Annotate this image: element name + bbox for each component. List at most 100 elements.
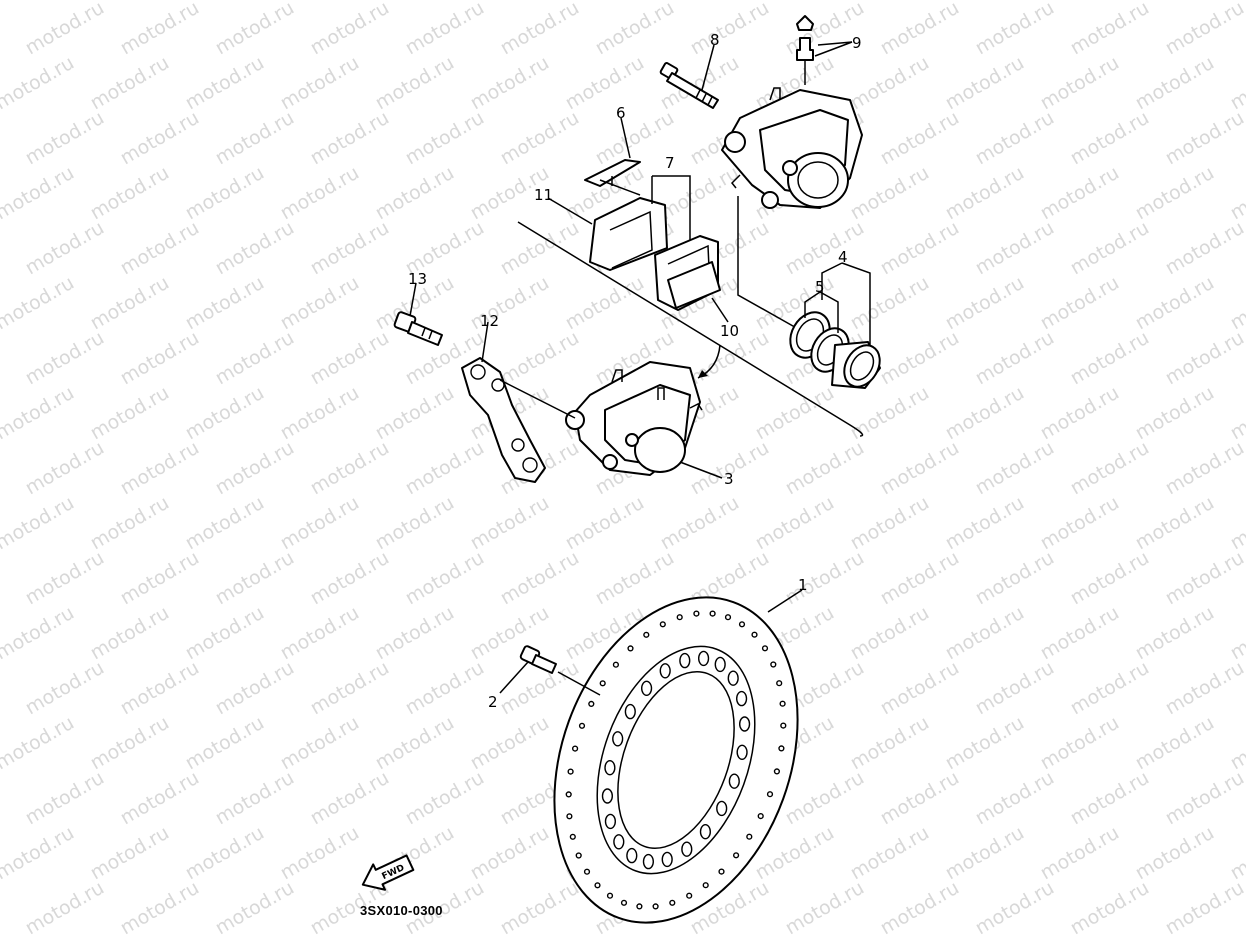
watermark-text: motod.ru xyxy=(212,107,298,170)
watermark-text: motod.ru xyxy=(467,712,553,775)
watermark-text: motod.ru xyxy=(212,547,298,610)
watermark-text: motod.ru xyxy=(0,0,78,4)
watermark-text: motod.ru xyxy=(972,217,1058,280)
watermark-text: motod.ru xyxy=(1037,712,1123,775)
watermark-text: motod.ru xyxy=(0,492,78,555)
watermark-text: motod.ru xyxy=(307,0,393,59)
watermark-text: motod.ru xyxy=(877,217,963,280)
watermark-text: motod.ru xyxy=(847,162,933,225)
watermark-text: motod.ru xyxy=(1132,382,1218,445)
disc-bolt-hole xyxy=(626,847,638,864)
watermark-text: motod.ru xyxy=(877,657,963,720)
disc-drill-hole xyxy=(738,621,746,628)
watermark-text: motod.ru xyxy=(1162,217,1246,280)
disc-drill-hole xyxy=(594,882,601,889)
watermark-text: motod.ru xyxy=(307,547,393,610)
watermark-text: motod.ru xyxy=(277,272,363,335)
caliper-assembly xyxy=(565,361,703,476)
watermark-text: motod.ru xyxy=(22,767,108,830)
watermark-text: motod.ru xyxy=(877,327,963,390)
disc-bolt-hole xyxy=(640,680,653,696)
watermark-text: motod.ru xyxy=(877,547,963,610)
watermark-text: motod.ru xyxy=(402,107,488,170)
watermark-text: motod.ru xyxy=(1227,0,1246,4)
disc-drill-hole xyxy=(620,899,628,906)
callout-12: 12 xyxy=(480,312,499,330)
watermark-text: motod.ru xyxy=(942,602,1028,665)
watermark-text: motod.ru xyxy=(1067,107,1153,170)
watermark-text: motod.ru xyxy=(22,217,108,280)
brake-pad-front xyxy=(589,197,668,271)
watermark-text: motod.ru xyxy=(1067,877,1153,935)
watermark-text: motod.ru xyxy=(212,437,298,500)
watermark-text: motod.ru xyxy=(1162,0,1246,59)
watermark-text: motod.ru xyxy=(182,382,268,445)
disc-drill-hole xyxy=(676,614,683,621)
watermark-text: motod.ru xyxy=(402,0,488,59)
watermark-text: motod.ru xyxy=(687,437,773,500)
disc-drill-hole xyxy=(770,661,777,668)
disc-drill-hole xyxy=(567,768,574,775)
watermark-text: motod.ru xyxy=(972,107,1058,170)
disc-drill-hole xyxy=(732,852,740,859)
disc-drill-hole xyxy=(659,621,666,628)
disc-drill-hole xyxy=(606,892,614,899)
watermark-text: motod.ru xyxy=(402,547,488,610)
disc-bolt-hole xyxy=(735,690,748,707)
watermark-text: motod.ru xyxy=(1067,0,1153,59)
disc-bolt-hole xyxy=(714,656,726,673)
watermark-text: motod.ru xyxy=(1132,272,1218,335)
watermark-text: motod.ru xyxy=(1037,162,1123,225)
watermark-text: motod.ru xyxy=(117,767,203,830)
watermark-text: motod.ru xyxy=(467,602,553,665)
caliper-upper xyxy=(721,87,863,209)
disc-drill-hole xyxy=(702,882,709,889)
watermark-text: motod.ru xyxy=(782,217,868,280)
watermark-text: motod.ru xyxy=(877,767,963,830)
disc-bolt-hole xyxy=(727,670,739,686)
watermark-text: motod.ru xyxy=(497,877,583,935)
watermark-text: motod.ru xyxy=(0,602,78,665)
watermark-text: motod.ru xyxy=(277,492,363,555)
disc-drill-hole xyxy=(627,645,634,652)
caliper-piston xyxy=(831,341,881,389)
callout-2: 2 xyxy=(488,693,498,711)
watermark-text: motod.ru xyxy=(1067,547,1153,610)
watermark-text: motod.ru xyxy=(277,52,363,115)
watermark-text: motod.ru xyxy=(562,272,648,335)
disc-bolt-holes xyxy=(601,650,751,870)
watermark-text: motod.ru xyxy=(277,602,363,665)
watermark-text: motod.ru xyxy=(942,52,1028,115)
disc-drill-hole xyxy=(578,722,586,729)
watermark-text: motod.ru xyxy=(782,767,868,830)
disc-drill-hole xyxy=(565,791,572,798)
callout-13: 13 xyxy=(408,270,427,288)
watermark-text: motod.ru xyxy=(942,162,1028,225)
pad-spring xyxy=(584,159,641,196)
disc-drill-hole xyxy=(751,631,758,638)
watermark-text: motod.ru xyxy=(372,602,458,665)
watermark-text: motod.ru xyxy=(1227,712,1246,775)
caliper-bolt xyxy=(659,62,719,109)
watermark-text: motod.ru xyxy=(212,217,298,280)
watermark-text: motod.ru xyxy=(497,107,583,170)
watermark-text: motod.ru xyxy=(117,547,203,610)
watermark-text: motod.ru xyxy=(22,327,108,390)
watermark-text: motod.ru xyxy=(117,217,203,280)
watermark-text: motod.ru xyxy=(972,547,1058,610)
watermark-text: motod.ru xyxy=(877,437,963,500)
disc-drill-hole xyxy=(669,899,676,906)
watermark-text: motod.ru xyxy=(752,492,838,555)
disc-drill-hole xyxy=(773,768,781,775)
disc-drill-hole xyxy=(583,868,591,875)
watermark-text: motod.ru xyxy=(117,107,203,170)
watermark-text: motod.ru xyxy=(497,217,583,280)
watermark-text: motod.ru xyxy=(1227,52,1246,115)
watermark-text: motod.ru xyxy=(1162,657,1246,720)
disc-bolt-hole xyxy=(624,703,636,720)
watermark-text: motod.ru xyxy=(22,437,108,500)
watermark-text: motod.ru xyxy=(847,822,933,885)
watermark-text: motod.ru xyxy=(307,437,393,500)
watermark-text: motod.ru xyxy=(847,602,933,665)
